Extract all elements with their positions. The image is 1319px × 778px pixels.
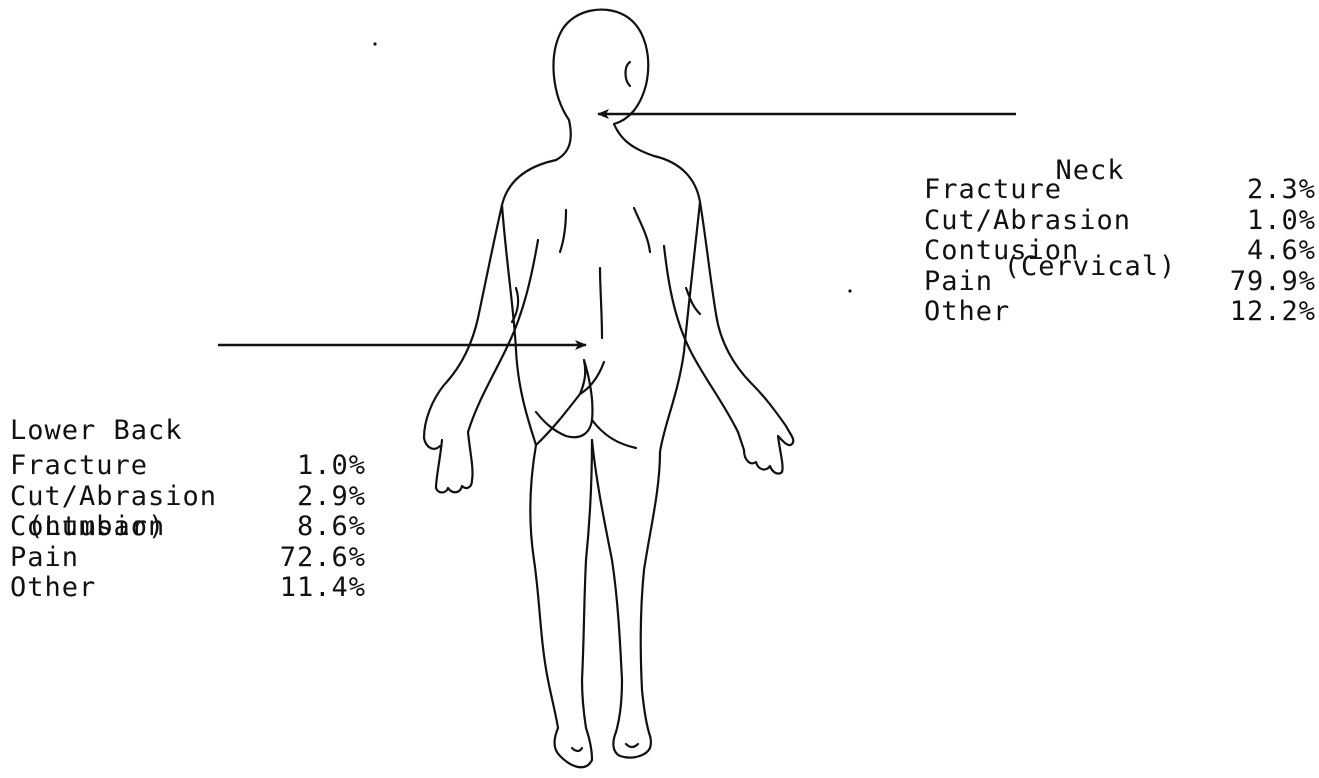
right-hand — [738, 426, 793, 474]
right-ankle-mark — [626, 744, 638, 747]
table-row: Pain 79.9% — [924, 267, 1316, 298]
table-row: Contusion 8.6% — [10, 512, 366, 543]
buttocks-outline — [536, 360, 636, 448]
percentage-value: 1.0% — [261, 451, 366, 482]
scan-speck — [848, 289, 851, 292]
torso-left — [502, 205, 536, 445]
percentage-value: 1.0% — [1201, 206, 1316, 237]
category-label: Cut/Abrasion — [10, 482, 261, 513]
percentage-value: 4.6% — [1201, 236, 1316, 267]
left-ankle-mark — [572, 748, 582, 751]
right-leg-outer — [641, 452, 660, 736]
percentage-value: 2.3% — [1201, 175, 1316, 206]
left-leg-inner — [582, 440, 592, 728]
left-hand — [424, 432, 473, 493]
neck-outline-right — [614, 124, 654, 156]
category-label: Fracture — [10, 451, 261, 482]
table-row: Pain 72.6% — [10, 543, 366, 574]
percentage-value: 2.9% — [261, 482, 366, 513]
table-row: Contusion 4.6% — [924, 236, 1316, 267]
neck-stats-table: Fracture 2.3% Cut/Abrasion 1.0% Contusio… — [924, 175, 1316, 328]
category-label: Fracture — [924, 175, 1201, 206]
percentage-value: 8.6% — [261, 512, 366, 543]
percentage-value: 12.2% — [1201, 297, 1316, 328]
left-inner-arm — [468, 240, 538, 432]
ear-outline — [626, 62, 631, 86]
table-row: Cut/Abrasion 2.9% — [10, 482, 366, 513]
table-row: Other 12.2% — [924, 297, 1316, 328]
left-foot — [555, 728, 593, 767]
right-shoulder-arm — [654, 156, 786, 426]
table-row: Cut/Abrasion 1.0% — [924, 206, 1316, 237]
human-figure — [424, 10, 793, 768]
table-row: Other 11.4% — [10, 573, 366, 604]
scan-speck — [373, 42, 376, 45]
category-label: Other — [924, 297, 1201, 328]
category-label: Pain — [924, 267, 1201, 298]
lumbar-title: Lower Back — [10, 415, 200, 447]
left-leg-outer — [530, 445, 558, 728]
table-row: Fracture 2.3% — [924, 175, 1316, 206]
spine-line — [600, 268, 602, 338]
percentage-value: 11.4% — [261, 573, 366, 604]
left-shoulder-arm — [424, 160, 556, 438]
category-label: Cut/Abrasion — [924, 206, 1201, 237]
neck-outline-left — [556, 120, 571, 160]
category-label: Pain — [10, 543, 261, 574]
right-shoulder-blade — [634, 208, 650, 252]
lumbar-stats-table: Fracture 1.0% Cut/Abrasion 2.9% Contusio… — [10, 451, 366, 604]
table-row: Fracture 1.0% — [10, 451, 366, 482]
category-label: Contusion — [10, 512, 261, 543]
left-shoulder-blade — [560, 210, 566, 252]
right-leg-inner — [592, 440, 622, 732]
percentage-value: 79.9% — [1201, 267, 1316, 298]
right-foot — [613, 732, 651, 758]
percentage-value: 72.6% — [261, 543, 366, 574]
head-outline — [554, 10, 649, 124]
category-label: Other — [10, 573, 261, 604]
category-label: Contusion — [924, 236, 1201, 267]
right-inner-arm — [664, 246, 738, 432]
